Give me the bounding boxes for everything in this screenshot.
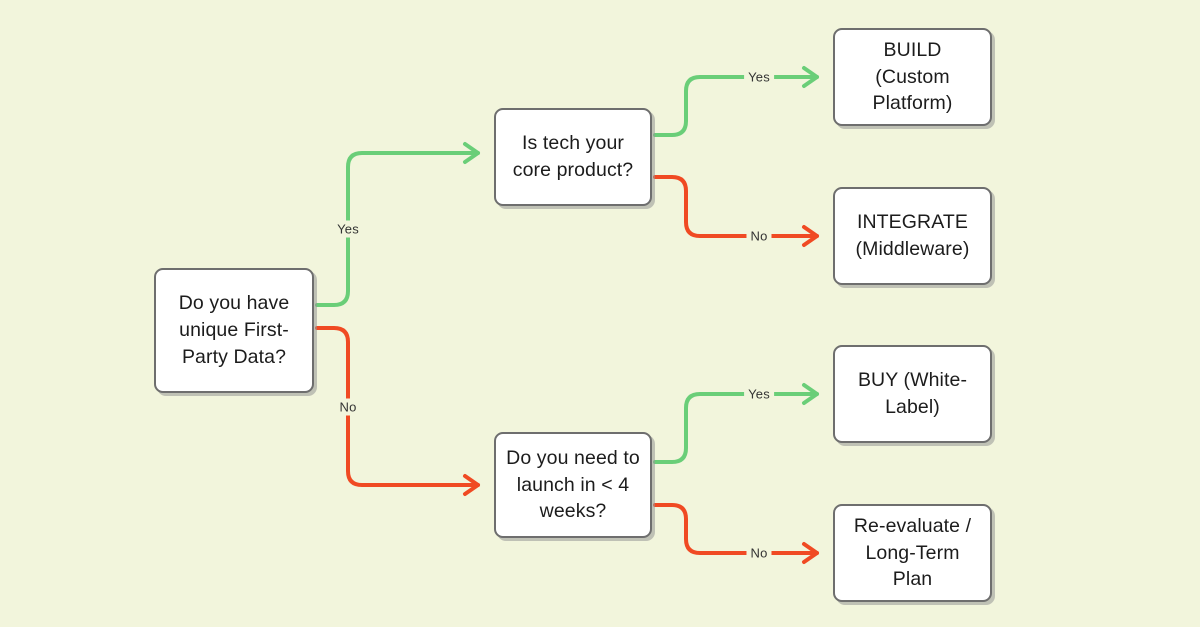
node-tech-core[interactable]: Is tech your core product? <box>494 108 652 206</box>
arrowhead-root-no <box>463 474 480 496</box>
edge-label-root-yes: Yes <box>333 220 363 238</box>
arrowhead-tech-yes <box>802 66 819 88</box>
edge-label-launch-no: No <box>746 544 772 562</box>
node-build[interactable]: BUILD (Custom Platform) <box>833 28 992 126</box>
edge-label-root-no: No <box>335 398 361 416</box>
node-root[interactable]: Do you have unique First-Party Data? <box>154 268 314 393</box>
edge-launch-no <box>653 503 819 555</box>
node-buy[interactable]: BUY (White-Label) <box>833 345 992 443</box>
arrowhead-root-yes <box>463 142 480 164</box>
edge-label-tech-no: No <box>746 227 772 245</box>
edge-launch-yes <box>653 392 819 464</box>
node-reevaluate[interactable]: Re-evaluate / Long-Term Plan <box>833 504 992 602</box>
node-integrate[interactable]: INTEGRATE (Middleware) <box>833 187 992 285</box>
edge-label-tech-yes: Yes <box>744 68 774 86</box>
edge-tech-no <box>653 175 819 238</box>
arrowhead-launch-yes <box>802 383 819 405</box>
edge-tech-yes <box>653 75 819 137</box>
edge-label-launch-yes: Yes <box>744 385 774 403</box>
arrowhead-tech-no <box>802 225 819 247</box>
node-launch-speed[interactable]: Do you need to launch in < 4 weeks? <box>494 432 652 538</box>
arrowhead-launch-no <box>802 542 819 564</box>
